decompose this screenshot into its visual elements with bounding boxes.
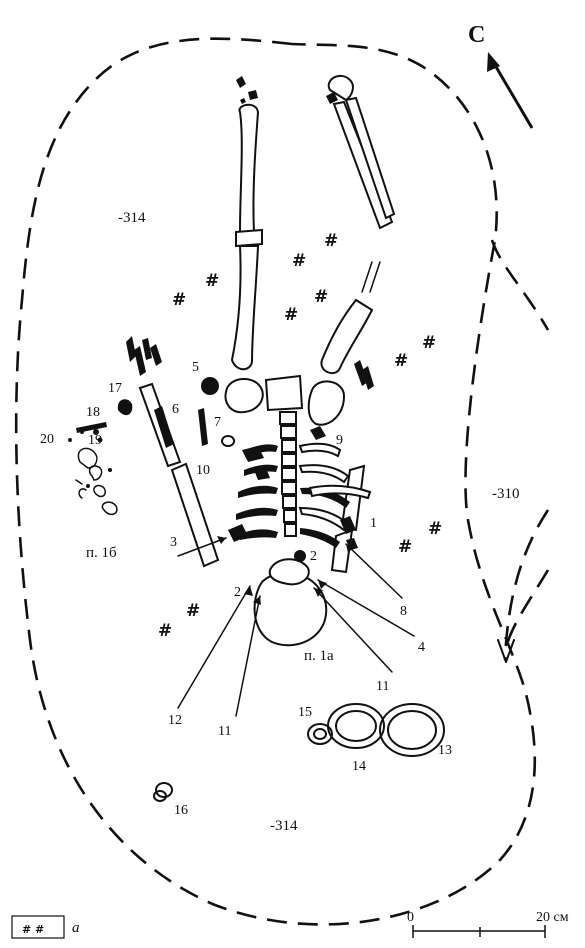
find-5-object bbox=[201, 377, 219, 395]
hash-symbol: # bbox=[172, 290, 186, 310]
step-tip-marker bbox=[497, 639, 515, 663]
find-label-2: 2 bbox=[234, 585, 241, 600]
north-label: С bbox=[468, 22, 485, 48]
find-9-object bbox=[310, 426, 326, 440]
step-boundary-upper bbox=[490, 239, 550, 331]
ring-15 bbox=[307, 723, 333, 745]
hash-symbol: # bbox=[158, 621, 172, 641]
find-7b-object bbox=[221, 435, 236, 447]
legend: # # а bbox=[11, 915, 80, 939]
find-label-6: 6 bbox=[172, 402, 179, 417]
find-16-object bbox=[153, 782, 173, 802]
find-10-object bbox=[242, 446, 270, 480]
scale-bar: 0 20 см bbox=[407, 910, 569, 938]
find-label-12: 12 bbox=[168, 713, 182, 728]
depth-label: -314 bbox=[118, 210, 146, 226]
pit-label: п. 1б bbox=[86, 545, 117, 561]
find-7-object bbox=[198, 408, 208, 446]
left-femur bbox=[230, 76, 263, 371]
find-label-19: 19 bbox=[88, 433, 102, 448]
find-label-13: 13 bbox=[438, 743, 452, 758]
find-label-1: 1 bbox=[370, 516, 377, 531]
vertebral-column bbox=[279, 411, 297, 537]
hash-symbol: # bbox=[186, 601, 200, 621]
pit-outline bbox=[14, 37, 537, 926]
left-arm bbox=[126, 336, 220, 568]
north-arrow-icon bbox=[487, 52, 534, 129]
hash-symbol: # bbox=[284, 305, 298, 325]
hash-symbol: # bbox=[205, 271, 219, 291]
find-label-18: 18 bbox=[86, 405, 100, 420]
step-boundary-lower bbox=[503, 509, 550, 661]
skull bbox=[253, 550, 328, 647]
find-label-17: 17 bbox=[108, 381, 122, 396]
hash-symbol: # bbox=[422, 333, 436, 353]
pit-1b-cluster bbox=[68, 422, 118, 516]
find-label-11: 11 bbox=[218, 724, 231, 739]
legend-symbol: # # bbox=[22, 923, 44, 936]
find-label-4: 4 bbox=[418, 640, 425, 655]
find-17-object bbox=[117, 399, 133, 416]
legend-box bbox=[11, 915, 65, 939]
find-label-9: 9 bbox=[336, 433, 343, 448]
find-3-object bbox=[228, 524, 248, 542]
hash-symbol: # bbox=[394, 351, 408, 371]
leader-lines bbox=[177, 536, 415, 717]
find-label-3: 3 bbox=[170, 535, 177, 550]
scale-end-label: 20 см bbox=[536, 910, 569, 925]
find-label-20: 20 bbox=[40, 432, 54, 447]
legend-label: а bbox=[72, 920, 80, 936]
hash-symbol: # bbox=[314, 287, 328, 307]
step-boundary-inner bbox=[505, 569, 550, 646]
pit-label: п. 1а bbox=[304, 648, 334, 664]
find-1-object bbox=[340, 516, 358, 550]
find-label-14: 14 bbox=[352, 759, 366, 774]
find-label-10: 10 bbox=[196, 463, 210, 478]
find-label-7: 7 bbox=[214, 415, 221, 430]
depth-label: -314 bbox=[270, 818, 298, 834]
charcoal-markers: # # # # # # # # # # # # bbox=[158, 231, 442, 641]
right-tibia bbox=[320, 74, 396, 375]
depth-label: -310 bbox=[492, 486, 520, 502]
find-label-11: 11 bbox=[376, 679, 389, 694]
find-label-8: 8 bbox=[400, 604, 407, 619]
ring-13 bbox=[379, 703, 445, 757]
hash-symbol: # bbox=[398, 537, 412, 557]
find-label-5: 5 bbox=[192, 360, 199, 375]
ring-14 bbox=[327, 703, 385, 749]
scale-start-label: 0 bbox=[407, 910, 414, 925]
pelvis bbox=[224, 374, 346, 426]
hash-symbol: # bbox=[428, 519, 442, 539]
find-label-15: 15 bbox=[298, 705, 312, 720]
hash-symbol: # bbox=[324, 231, 338, 251]
find-label-2: 2 bbox=[310, 549, 317, 564]
find-label-16: 16 bbox=[174, 803, 188, 818]
hash-symbol: # bbox=[292, 251, 306, 271]
